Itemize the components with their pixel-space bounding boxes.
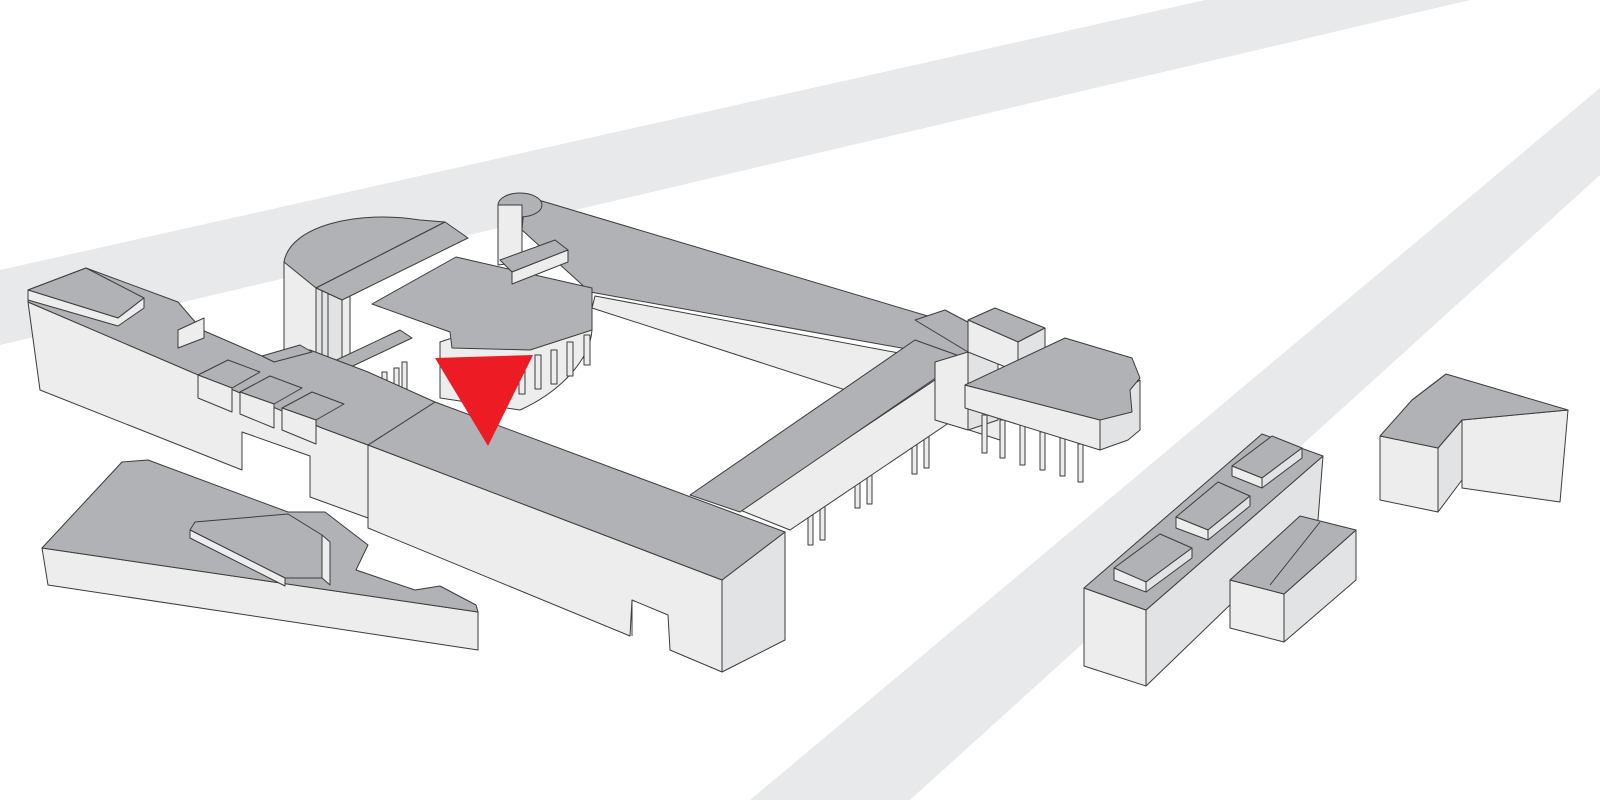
building-east-long-block — [1083, 433, 1324, 687]
east-small-roof — [1229, 515, 1357, 595]
junction-wall-front — [934, 351, 969, 431]
east-long-box-2-end — [1207, 495, 1251, 541]
east-long-box-1-end — [1145, 547, 1193, 593]
east-pavilion-roof — [964, 337, 1141, 421]
building-east-cross-wing — [689, 307, 1046, 546]
west-stair-block — [261, 344, 313, 363]
central-hall-roof — [371, 256, 593, 351]
roof-box-1-side — [197, 374, 233, 413]
west-block-top-wall — [27, 289, 145, 327]
building-west-block — [27, 267, 436, 519]
road-diagonal-east — [750, 88, 1600, 800]
roof-box-3-side — [281, 407, 317, 445]
central-hall-bridge-wall — [511, 249, 569, 285]
building-auditorium — [283, 216, 469, 373]
location-pin-triangle-icon — [435, 355, 533, 446]
building-east-pavilion — [964, 337, 1141, 483]
auditorium-roof — [283, 216, 446, 289]
wedge-inner-side — [321, 534, 331, 586]
buildings — [27, 192, 1569, 687]
wedge-inner-wall — [189, 529, 286, 587]
building-far-east-block — [1379, 373, 1569, 513]
roof-box-2-side — [239, 391, 275, 429]
far-east-wing-wall — [1461, 409, 1569, 503]
building-east-small-block — [1229, 515, 1357, 643]
east-long-box-3-end — [1261, 447, 1303, 489]
far-east-front-wall — [1379, 435, 1439, 513]
west-block-notch — [177, 317, 205, 349]
building-southwest-wedge — [41, 459, 479, 651]
